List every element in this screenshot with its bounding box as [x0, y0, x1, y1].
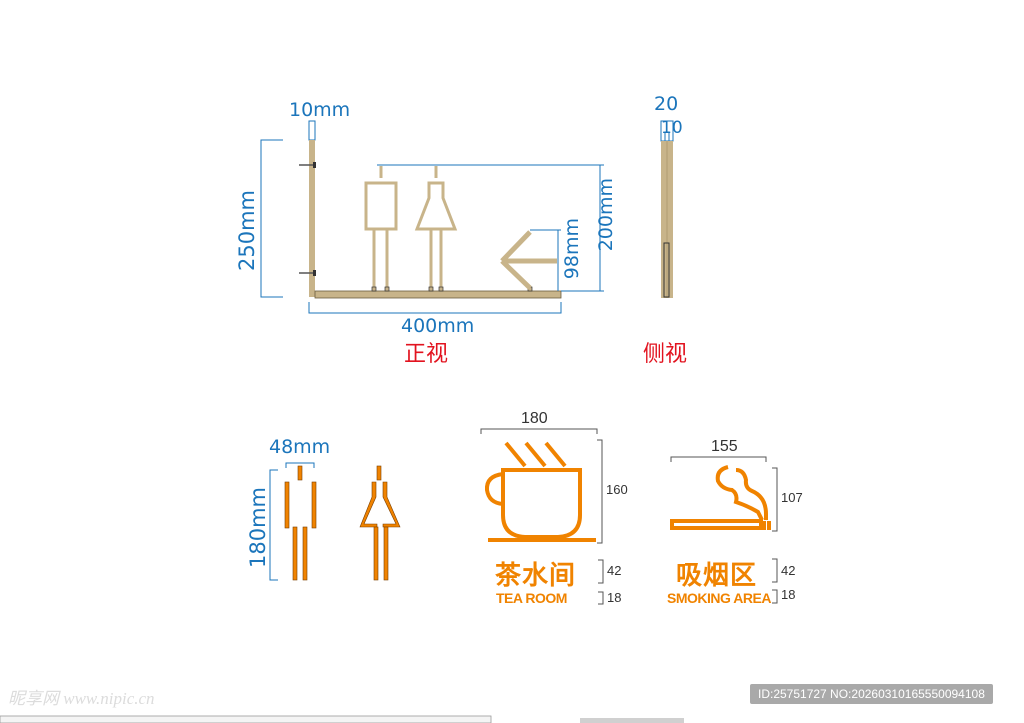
smoking-width-dim-label: 155: [711, 438, 738, 455]
image-id-badge: ID:25751727 NO:20260310165550094108: [750, 684, 993, 704]
smoking-area-en-label: SMOKING AREA: [667, 590, 771, 606]
side-view-title: 侧视: [643, 342, 688, 367]
tea-room-cn-label: 茶水间: [495, 561, 577, 591]
tea-cn-height-dim-label: 42: [607, 563, 622, 578]
width-dim-label: 400mm: [401, 315, 475, 337]
tea-room-en-label: TEA ROOM: [496, 590, 567, 606]
bottom-thumb[interactable]: [580, 718, 684, 723]
person-width-dim-label: 48mm: [269, 436, 331, 458]
height-dim-label: 250mm: [235, 190, 259, 271]
smoking-area-drawing: [670, 456, 778, 604]
smoking-en-height-dim-label: 18: [781, 587, 796, 602]
bottom-scrollbar[interactable]: [0, 715, 492, 723]
smoking-cn-height-dim-label: 42: [781, 563, 796, 578]
front-view-title: 正视: [404, 342, 449, 367]
watermark: 昵享网 www.nipic.cn: [8, 689, 155, 708]
smoking-height-dim-label: 107: [781, 490, 803, 505]
side-view-drawing: [660, 120, 674, 298]
side-inner-dim-label: 10: [661, 118, 683, 138]
front-view-drawing: [260, 120, 604, 314]
person-height-dim-label: 180mm: [246, 487, 270, 568]
side-outer-dim-label: 20: [654, 93, 679, 115]
figure-height-dim-label: 200mm: [595, 178, 617, 252]
thickness-dim-label: 10mm: [289, 99, 351, 121]
tea-width-dim-label: 180: [521, 410, 548, 427]
smoking-area-cn-label: 吸烟区: [676, 561, 758, 591]
tea-en-height-dim-label: 18: [607, 590, 622, 605]
person-icons-drawing: [269, 462, 401, 581]
arrow-height-dim-label: 98mm: [561, 218, 583, 280]
tea-room-drawing: [480, 428, 604, 605]
tea-height-dim-label: 160: [606, 482, 628, 497]
